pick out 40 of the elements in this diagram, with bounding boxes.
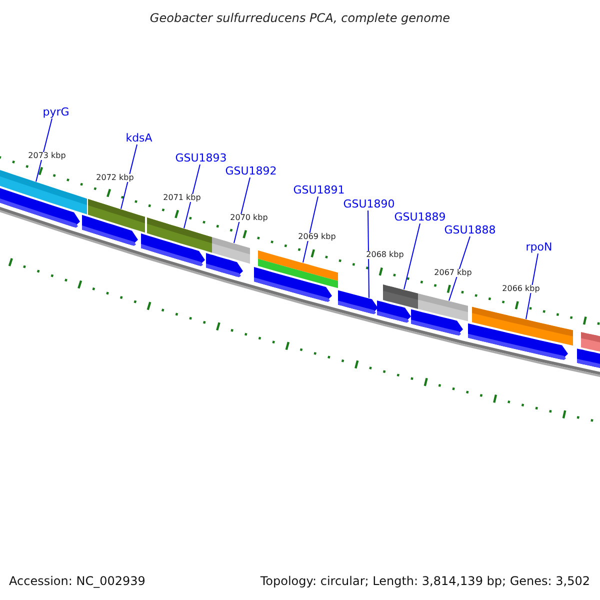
gene-label: GSU1892 [225,166,277,176]
position-label: 2071 kbp [162,194,202,202]
title: Geobacter sulfurreducens PCA, complete genome [150,12,450,24]
coding-sequence-block [82,214,138,246]
coding-sequence-block [338,290,378,314]
gene-bar [258,250,338,288]
position-label: 2068 kbp [365,251,405,259]
gene-label: kdsA [126,132,152,144]
gene-label: GSU1893 [175,152,227,164]
position-label: 2072 kbp [95,174,135,182]
genome-info-text: Topology: circular; Length: 3,814,139 bp; Genes: 3,502 [260,575,590,587]
gene-label: pyrG [42,106,70,118]
gene-bar [581,332,600,352]
position-label: 2067 kbp [433,269,473,277]
leader-line [184,164,200,229]
leader-line [404,223,420,290]
leader-line [36,118,52,182]
coding-sequence-block [411,309,463,336]
position-label: 2066 kbp [501,285,541,293]
gene-label: GSU1891 [293,184,345,196]
coding-sequence-block [206,253,243,278]
leader-line [368,210,370,298]
leader-line [302,196,318,264]
gene-label: GSU1889 [394,212,446,222]
leader-line [526,253,538,320]
position-label: 2069 kbp [297,233,337,241]
leader-line [448,236,470,302]
coding-sequence-block [577,348,600,368]
leader-line [234,177,250,244]
position-label: 2073 kbp [27,152,67,160]
leader-line [120,144,138,210]
gene-label: rpoN [526,242,552,252]
coding-sequence-block [141,233,205,266]
gene-label: GSU1888 [444,224,496,236]
coding-sequence-block [254,267,332,302]
position-label: 2070 kbp [229,214,269,222]
coding-sequence-block [468,323,568,360]
coding-sequence-block [377,300,411,323]
accession-text: Accession: NC_002939 [9,575,146,587]
gene-label: GSU1890 [343,198,395,210]
